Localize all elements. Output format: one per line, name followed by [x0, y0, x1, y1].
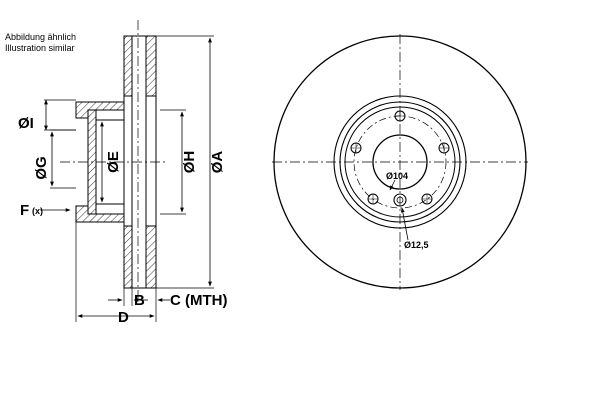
label-f-suffix: (x)	[32, 206, 43, 216]
label-dia-g: ØG	[33, 156, 50, 179]
label-pcd: Ø104	[386, 171, 408, 181]
note-english: Illustration similar	[5, 43, 75, 53]
label-bolt-dia: Ø12,5	[404, 240, 429, 250]
label-dia-a: ØA	[209, 151, 226, 174]
label-b: B	[134, 292, 145, 309]
side-section-view	[40, 20, 214, 322]
label-f: F	[20, 202, 29, 219]
hat-hatch-top	[75, 101, 125, 119]
label-dia-i: ØI	[18, 115, 34, 132]
label-c: C (MTH)	[170, 292, 227, 309]
hat-hatch-bottom	[75, 205, 125, 223]
front-view	[272, 34, 528, 290]
locating-hole	[393, 193, 407, 207]
rotor-bottom-hatch	[123, 225, 133, 289]
centre-bore	[372, 134, 428, 190]
label-dia-e: ØE	[105, 151, 122, 173]
note-german: Abbildung ähnlich	[5, 32, 77, 42]
rotor-top-hatch	[123, 35, 133, 97]
label-dia-h: ØH	[181, 151, 198, 174]
label-d: D	[118, 309, 129, 326]
